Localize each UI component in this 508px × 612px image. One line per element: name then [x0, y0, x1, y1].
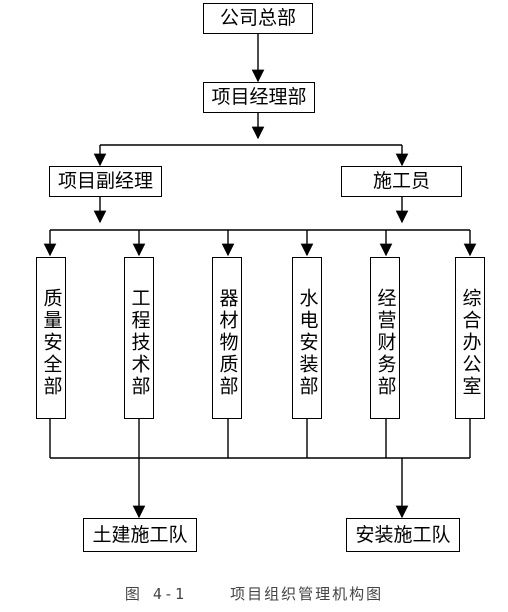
dept-general-office-box: 综合办公室 [455, 257, 485, 419]
company-hq-label: 公司总部 [219, 7, 296, 29]
project-manager-dept-label: 项目经理部 [211, 86, 307, 108]
dept-quality-safety-box: 质量安全部 [36, 257, 66, 419]
dept-engineering-tech-label: 工程技术部 [128, 288, 151, 398]
dept-general-office-label: 综合办公室 [459, 288, 482, 398]
dept-engineering-tech-box: 工程技术部 [124, 257, 154, 419]
dept-materials-box: 器材物质部 [212, 257, 242, 419]
dept-finance-box: 经营财务部 [370, 257, 400, 419]
dept-plumbing-electrical-label: 水电安装部 [296, 288, 319, 398]
deputy-pm-box: 项目副经理 [49, 166, 162, 197]
constructor-label: 施工员 [372, 170, 430, 192]
project-manager-dept-box: 项目经理部 [203, 82, 315, 113]
installation-team-box: 安装施工队 [346, 518, 460, 552]
dept-quality-safety-label: 质量安全部 [40, 288, 63, 398]
civil-construction-team-box: 土建施工队 [83, 518, 197, 552]
dept-plumbing-electrical-box: 水电安装部 [292, 257, 322, 419]
installation-team-label: 安装施工队 [355, 523, 451, 546]
constructor-box: 施工员 [341, 166, 462, 197]
dept-finance-label: 经营财务部 [374, 288, 397, 398]
civil-construction-team-label: 土建施工队 [92, 523, 188, 546]
company-hq-box: 公司总部 [203, 3, 313, 34]
dept-materials-label: 器材物质部 [216, 288, 239, 398]
figure-caption: 图 4-1 项目组织管理机构图 [124, 585, 384, 603]
deputy-pm-label: 项目副经理 [57, 170, 153, 192]
